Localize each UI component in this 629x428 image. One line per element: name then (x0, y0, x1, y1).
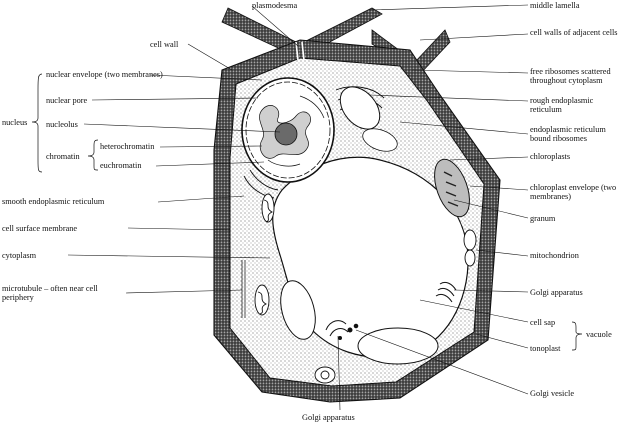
golgi-apparatus (325, 281, 457, 340)
chloroplasts (339, 86, 470, 218)
label-euchromatin: euchromatin (100, 161, 142, 170)
plasmodesma (295, 41, 305, 61)
label-nucleus: nucleus (2, 118, 28, 127)
label-chloroplast-envelope: chloroplast envelope (two membranes) (530, 183, 617, 201)
label-middle-lamella: middle lamella (530, 1, 580, 10)
label-cell-wall: cell wall (150, 40, 179, 49)
nucleolus (274, 122, 298, 146)
label-nucleolus: nucleolus (46, 120, 78, 129)
label-cytoplasm: cytoplasm (2, 251, 37, 260)
label-golgi-apparatus-right: Golgi apparatus (530, 288, 583, 297)
brackets (31, 73, 583, 351)
vesicles (280, 280, 439, 365)
microtubules (241, 260, 246, 318)
leader-lines (67, 4, 529, 411)
label-chloroplasts: chloroplasts (530, 152, 571, 161)
label-nuclear-envelope: nuclear envelope (two membranes) (46, 70, 163, 79)
label-er-bound-ribosomes: endoplasmic reticulum bound ribosomes (530, 125, 606, 143)
label-tonoplast: tonoplast (530, 344, 561, 353)
label-rough-er: rough endoplasmic reticulum (530, 96, 594, 114)
label-nuclear-pore: nuclear pore (46, 96, 88, 105)
nucleus (241, 77, 335, 183)
label-chromatin: chromatin (46, 152, 80, 161)
label-golgi-apparatus-bottom: Golgi apparatus (302, 413, 355, 422)
label-granum: granum (530, 214, 556, 223)
label-cell-walls-adjacent: cell walls of adjacent cells (530, 28, 618, 37)
label-free-ribosomes: free ribosomes scattered throughout cyto… (530, 67, 611, 85)
label-cell-sap: cell sap (530, 318, 556, 327)
mitochondria (254, 193, 477, 384)
label-cell-surface-membrane: cell surface membrane (2, 224, 78, 233)
label-mitochondrion: mitochondrion (530, 251, 579, 260)
label-heterochromatin: heterochromatin (100, 142, 155, 151)
label-plasmodesma: plasmodesma (252, 1, 298, 10)
label-smooth-er: smooth endoplasmic reticulum (2, 197, 105, 206)
label-golgi-vesicle: Golgi vesicle (530, 389, 575, 398)
label-microtubule: microtubule – often near cell periphery (2, 284, 98, 302)
label-vacuole: vacuole (586, 330, 612, 339)
